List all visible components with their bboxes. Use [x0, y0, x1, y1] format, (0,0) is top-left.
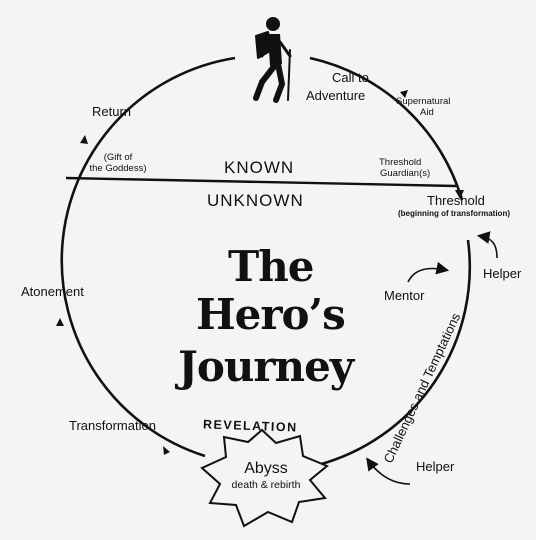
- return-label: Return: [92, 104, 132, 119]
- helper-lower-label: Helper: [416, 459, 455, 474]
- threshold-label: Threshold: [427, 193, 485, 208]
- title-line-2: Hero’s: [196, 290, 346, 339]
- call-label: Call to: [332, 70, 369, 85]
- guardian-label-line-2: Guardian(s): [380, 168, 431, 179]
- circle-arc-top-right: [309, 56, 464, 201]
- arrowhead-threshold: [455, 190, 464, 199]
- abyss-sub-label: death & rebirth: [231, 479, 301, 491]
- mentor-label: Mentor: [384, 288, 425, 303]
- title-line-3: Journey: [178, 342, 354, 391]
- hiker-icon: [253, 17, 292, 103]
- helper-upper-arrow: [476, 231, 498, 259]
- arrowhead-return: [80, 135, 88, 144]
- atonement-label: Atonement: [21, 284, 84, 299]
- circle-arc-right: [317, 239, 472, 467]
- transformation-label: Transformation: [69, 418, 156, 433]
- guardian-label-line-1: Threshold: [379, 157, 422, 168]
- supernatural-label: Supernatural: [396, 96, 451, 107]
- abyss-label: Abyss: [244, 460, 288, 477]
- arrowhead-atonement: [56, 318, 64, 326]
- gift-label-line-2: the Goddess): [89, 163, 147, 174]
- abyss-starburst: [200, 428, 329, 528]
- adventure-label: Adventure: [306, 88, 366, 103]
- gift-label-line-1: (Gift of: [103, 152, 133, 163]
- aid-label: Aid: [420, 107, 434, 118]
- known-label: KNOWN: [224, 158, 295, 177]
- mentor-arrow: [407, 261, 450, 283]
- known-unknown-divider: [65, 176, 457, 188]
- journey-circle: [60, 56, 472, 467]
- threshold-sub-label: (beginning of transformation): [398, 209, 510, 218]
- circle-arc-left: [60, 56, 236, 458]
- helper-upper-label: Helper: [483, 266, 522, 281]
- unknown-label: UNKNOWN: [207, 191, 304, 210]
- arrowhead-transformation: [163, 446, 170, 455]
- arrowhead-call: [400, 90, 408, 98]
- helper-lower-arrow: [366, 457, 411, 485]
- title-line-1: The: [228, 242, 315, 291]
